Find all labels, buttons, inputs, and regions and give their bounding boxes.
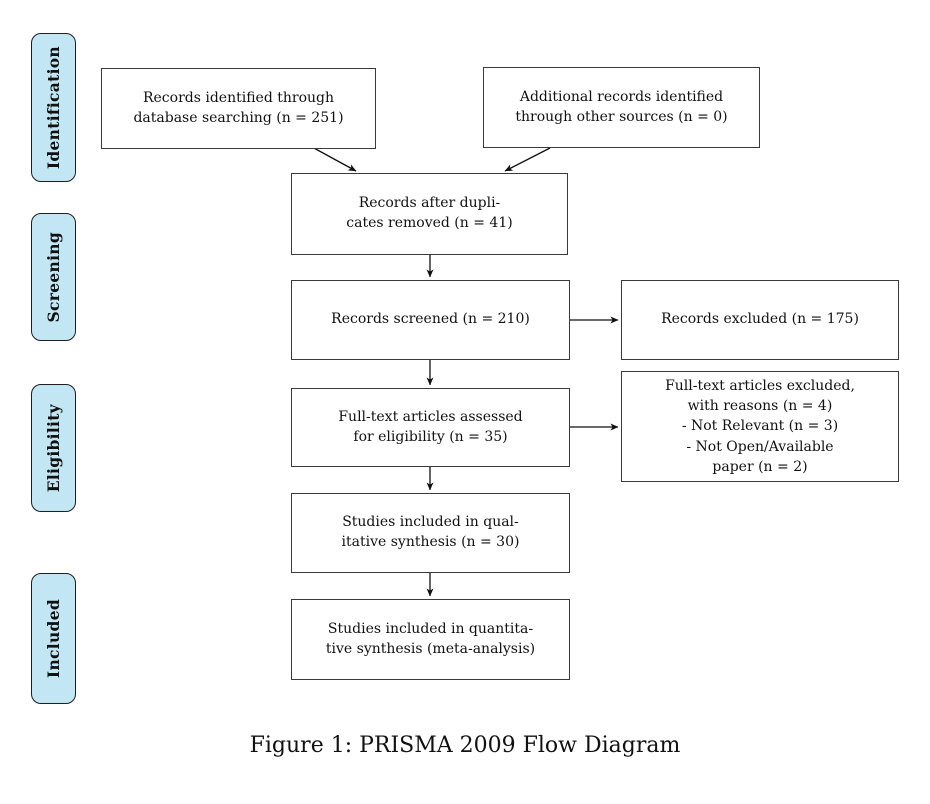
stage-label-screening: Screening xyxy=(31,213,76,341)
figure-caption: Figure 1: PRISMA 2009 Flow Diagram xyxy=(249,733,681,758)
node-fulltext-excluded: Full-text articles excluded, with reason… xyxy=(621,371,899,482)
node-records-identified: Records identified through database sear… xyxy=(101,68,376,149)
stage-label-eligibility-text: Eligibility xyxy=(44,403,63,493)
node-additional-records: Additional records identified through ot… xyxy=(483,67,760,148)
node-fulltext-assessed: Full-text articles assessed for eligibil… xyxy=(291,388,570,467)
stage-label-included-text: Included xyxy=(44,598,63,679)
node-duplicates-removed: Records after dupli- cates removed (n = … xyxy=(291,173,568,255)
arrow-additional-to-duplicates xyxy=(504,147,551,172)
stage-label-identification: Identification xyxy=(31,33,76,182)
node-quantitative-synthesis: Studies included in quantita- tive synth… xyxy=(291,599,570,680)
node-records-screened: Records screened (n = 210) xyxy=(291,280,570,360)
arrow-identified-to-duplicates xyxy=(311,146,357,172)
node-records-excluded: Records excluded (n = 175) xyxy=(621,280,899,360)
stage-label-screening-text: Screening xyxy=(44,231,63,323)
stage-label-eligibility: Eligibility xyxy=(31,384,76,512)
node-qualitative-synthesis: Studies included in qual- itative synthe… xyxy=(291,493,570,573)
stage-label-identification-text: Identification xyxy=(44,45,63,170)
stage-label-included: Included xyxy=(31,573,76,704)
